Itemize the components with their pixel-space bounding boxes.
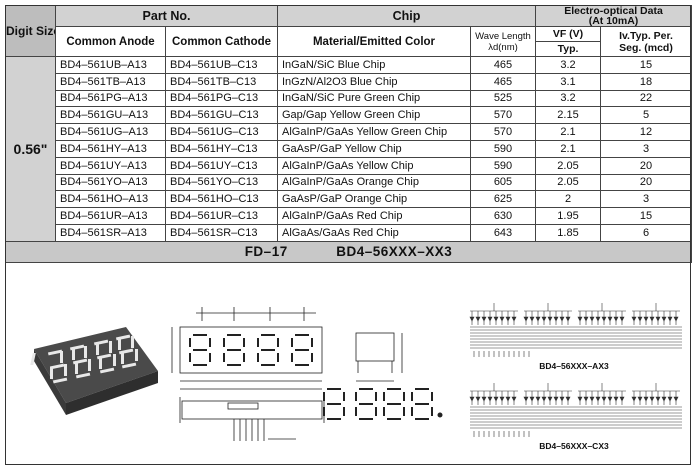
cathode-circuit-label: BD4–56XXX–CX3 xyxy=(539,441,609,451)
segment-layout-drawing xyxy=(323,388,443,420)
datasheet-frame xyxy=(5,5,691,465)
vf-header: VF (V) xyxy=(535,26,601,42)
cathode-part-cell: BD4–561HO–C13 xyxy=(165,190,278,209)
fd-code: FD–17 xyxy=(244,243,288,259)
cathode-part-cell: BD4–561TB–C13 xyxy=(165,72,278,91)
common-cathode-header: Common Cathode xyxy=(165,26,278,57)
electro-optical-header: Electro-optical Data(At 10mA) xyxy=(534,5,693,27)
iv-cell: 18 xyxy=(599,72,693,91)
wave-length-cell: 590 xyxy=(470,156,536,175)
cathode-part-cell: BD4–561UG–C13 xyxy=(165,123,278,141)
fd17-bar: FD–17 BD4–56XXX–XX3 xyxy=(4,240,693,263)
spec-table: Digit Size Part No. Chip Electro-optical… xyxy=(4,5,693,263)
digit-size-value: 0.56" xyxy=(5,56,56,242)
anode-circuit-label: BD4–56XXX–AX3 xyxy=(539,361,609,371)
front-view-drawing xyxy=(171,307,325,441)
display-photo xyxy=(30,327,158,415)
iv-header: Iv.Typ. Per.Seg. (mcd) xyxy=(599,26,693,57)
material-cell: Gap/Gap Yellow Green Chip xyxy=(277,106,471,125)
diagram-area: BD4–56XXX–AX3 BD4–56XXX–CX3 xyxy=(30,303,682,451)
digit-size-header: Digit Size xyxy=(5,5,56,57)
anode-part-cell: BD4–561HY–A13 xyxy=(55,139,166,158)
series-code: BD4–56XXX–XX3 xyxy=(336,243,453,259)
common-anode-header: Common Anode xyxy=(55,26,166,57)
anode-part-cell: BD4–561YO–A13 xyxy=(55,173,166,192)
cathode-circuit-diagram xyxy=(469,383,682,437)
typ-header: Typ. xyxy=(535,41,601,57)
material-color-header: Material/Emitted Color xyxy=(277,26,471,57)
cathode-part-cell: BD4–561UB–C13 xyxy=(165,56,278,74)
side-view-drawing xyxy=(355,332,403,382)
anode-part-cell: BD4–561GU–A13 xyxy=(55,106,166,125)
cathode-part-cell: BD4–561HY–C13 xyxy=(165,139,278,158)
wave-length-cell: 465 xyxy=(470,56,536,74)
iv-cell: 22 xyxy=(599,89,693,108)
wave-length-cell: 570 xyxy=(470,106,536,125)
anode-part-cell: BD4–561PG–A13 xyxy=(55,89,166,108)
material-cell: InGaN/SiC Pure Green Chip xyxy=(277,89,471,108)
anode-circuit-diagram xyxy=(469,303,682,357)
